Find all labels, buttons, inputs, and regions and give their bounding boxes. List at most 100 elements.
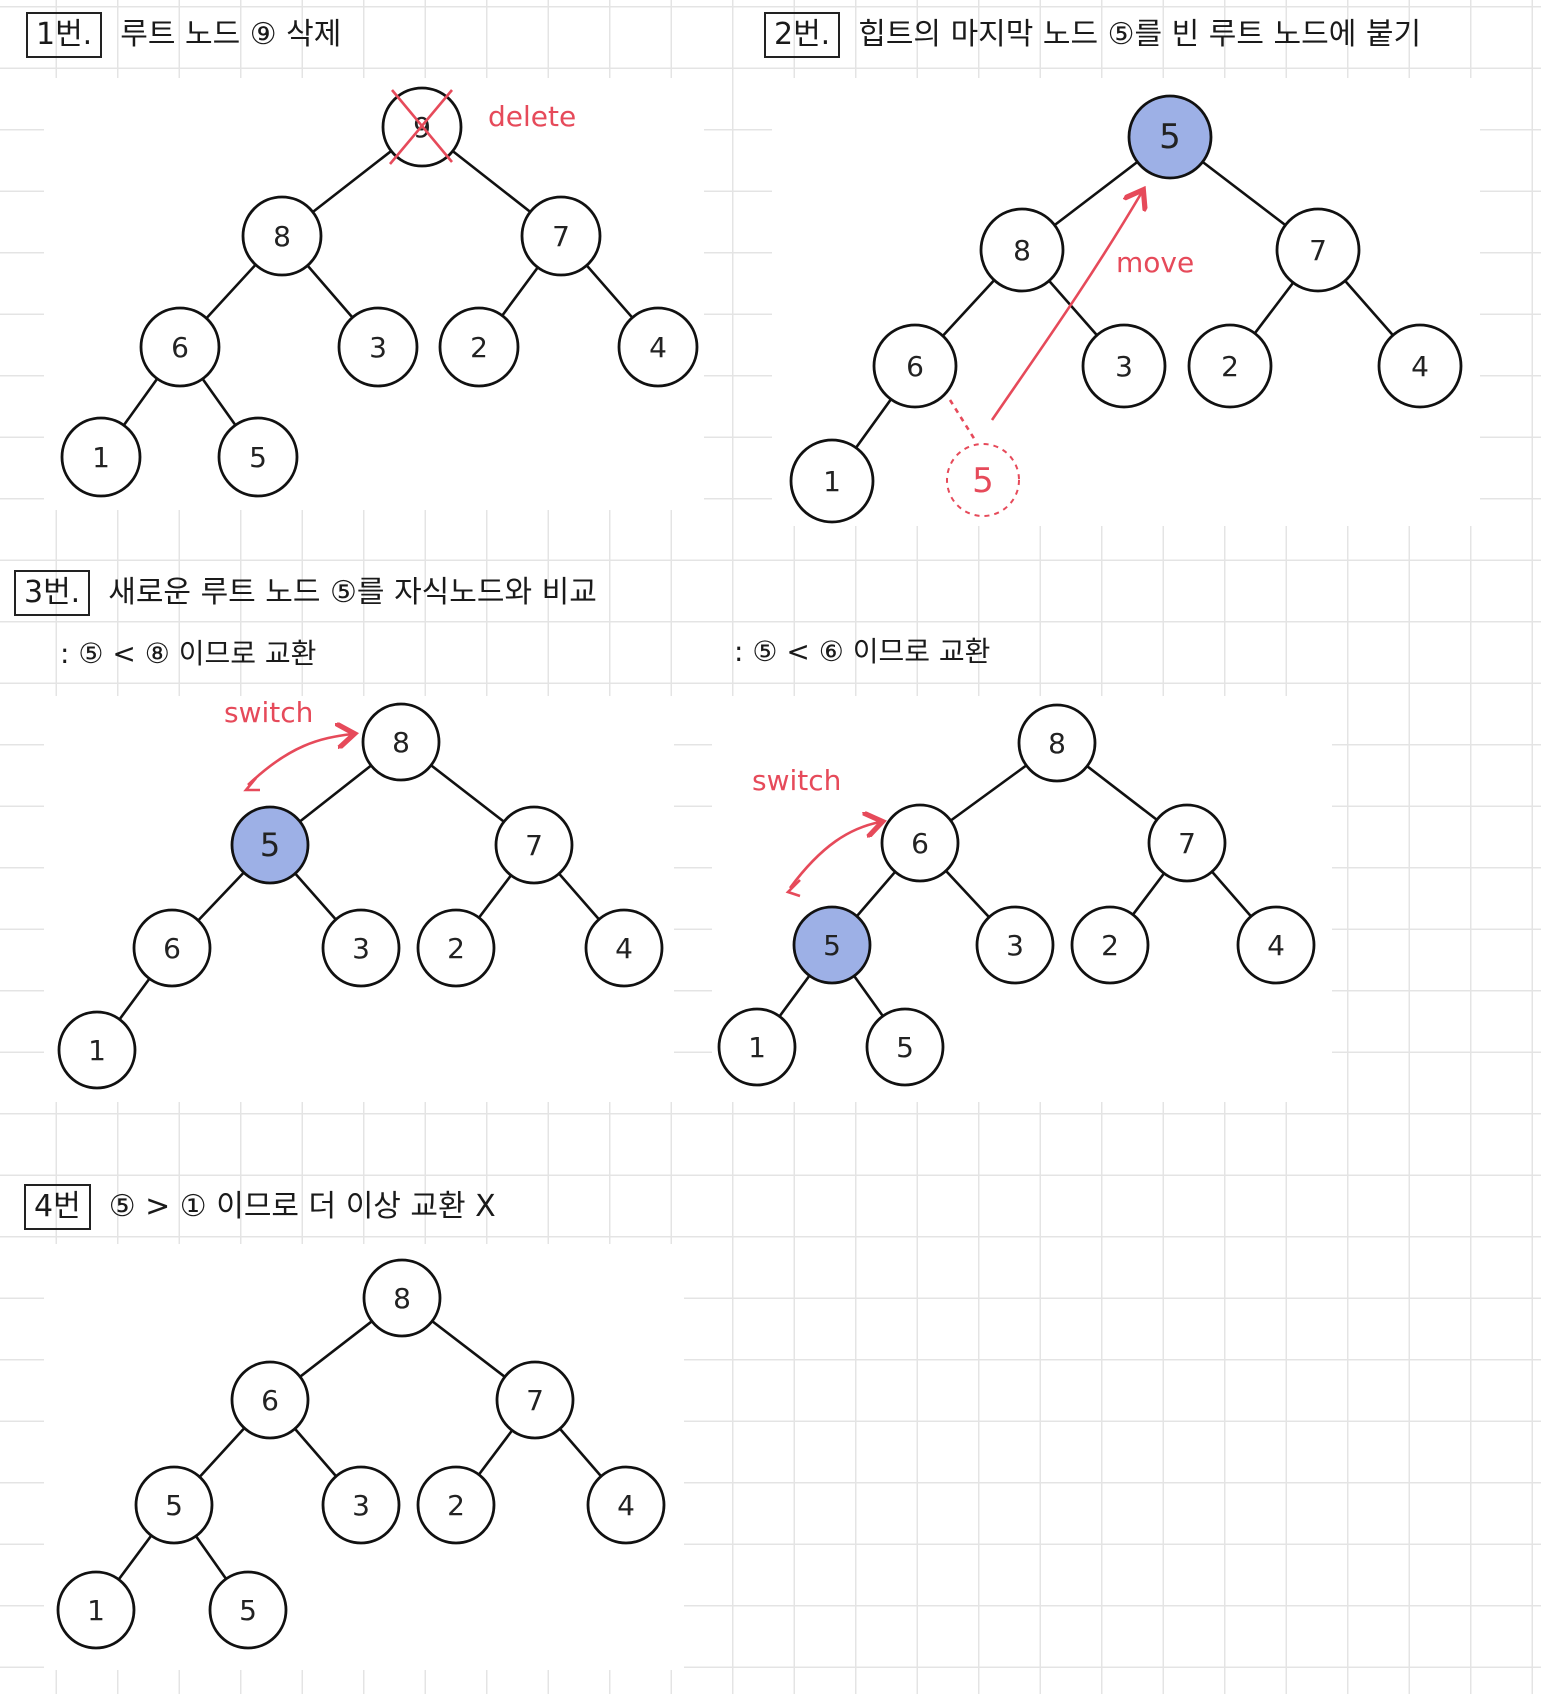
- node-label: 2: [1101, 929, 1119, 962]
- node-8: 8: [1017, 703, 1097, 783]
- node-label: 5: [896, 1031, 914, 1064]
- node-8: 8: [362, 1258, 442, 1338]
- node-label: 8: [393, 1282, 411, 1315]
- step1-tag: 1번.: [26, 12, 103, 58]
- node-1: 1: [717, 1007, 797, 1087]
- node-2: 2: [1070, 905, 1150, 985]
- node-label: 5: [239, 1594, 257, 1627]
- node-label: 1: [92, 441, 110, 474]
- step4-title: 4번 ⑤ > ① 이므로 더 이상 교환 X: [24, 1184, 496, 1230]
- node-3: 3: [321, 908, 401, 988]
- node-label: 1: [88, 1034, 106, 1067]
- node-6: 6: [880, 803, 960, 883]
- node-7: 7: [1275, 207, 1361, 293]
- delete-annotation: delete: [488, 100, 576, 133]
- switch-arrow: [788, 822, 880, 889]
- node-label: 7: [1178, 827, 1196, 860]
- node-label: 8: [1013, 234, 1031, 267]
- node-label: 5: [1159, 117, 1181, 157]
- node-1: 1: [789, 438, 875, 524]
- node-label: 4: [1267, 929, 1285, 962]
- node-label: 5: [260, 826, 280, 864]
- switch-annotation: switch: [224, 696, 313, 729]
- node-8: 8: [361, 702, 441, 782]
- node-7: 7: [495, 1360, 575, 1440]
- node-5-highlight: 5: [230, 805, 310, 885]
- node-label: 3: [352, 1489, 370, 1522]
- node-label: 2: [1221, 350, 1239, 383]
- ghost-node-5: 5: [946, 443, 1020, 517]
- node-3: 3: [1081, 323, 1167, 409]
- node-label: 6: [911, 827, 929, 860]
- node-2: 2: [416, 908, 496, 988]
- node-4: 4: [617, 306, 699, 388]
- node-label: 2: [447, 1489, 465, 1522]
- node-5: 5: [208, 1570, 288, 1650]
- node-label: 6: [171, 331, 189, 364]
- tree-step4: 8 6 7 5 3 2 4 1 5: [56, 1258, 666, 1650]
- step4-tag: 4번: [24, 1184, 91, 1230]
- node-8: 8: [979, 207, 1065, 293]
- node-3: 3: [321, 1465, 401, 1545]
- switch-arrow-tail: [243, 777, 260, 792]
- node-label: 3: [1006, 929, 1024, 962]
- node-label: 4: [1411, 350, 1429, 383]
- node-4: 4: [584, 908, 664, 988]
- node-label: 8: [273, 220, 291, 253]
- step2-tag: 2번.: [764, 12, 841, 58]
- node-7: 7: [520, 195, 602, 277]
- node-label: 8: [392, 726, 410, 759]
- node-5: 5: [134, 1465, 214, 1545]
- node-4: 4: [586, 1465, 666, 1545]
- node-label: 6: [906, 350, 924, 383]
- node-1: 1: [57, 1010, 137, 1090]
- node-4: 4: [1236, 905, 1316, 985]
- node-5-highlight: 5: [792, 905, 872, 985]
- node-8: 8: [241, 195, 323, 277]
- step3-title-text: 새로운 루트 노드 ⑤를 자식노드와 비교: [108, 575, 597, 610]
- node-6: 6: [139, 306, 221, 388]
- panel-step1: [44, 78, 704, 510]
- panel-step3b: [712, 696, 1332, 1102]
- node-label: 7: [525, 829, 543, 862]
- delete-cross: [389, 89, 453, 165]
- node-label: 4: [617, 1489, 635, 1522]
- node-label: 7: [526, 1384, 544, 1417]
- node-label: 6: [163, 932, 181, 965]
- node-label: 4: [649, 331, 667, 364]
- node-label: 2: [447, 932, 465, 965]
- node-6: 6: [132, 908, 212, 988]
- tree-step3b: 8 6 7 5 3 2 4 1 5 switch: [717, 703, 1316, 1087]
- ghost-edge: [948, 399, 977, 441]
- node-2: 2: [416, 1465, 496, 1545]
- node-5: 5: [865, 1007, 945, 1087]
- step1-title: 1번. 루트 노드 ⑨ 삭제: [26, 12, 341, 58]
- step3-tag: 3번.: [14, 570, 91, 616]
- node-3: 3: [975, 905, 1055, 985]
- node-label: 5: [972, 461, 994, 501]
- switch-arrow: [247, 734, 352, 786]
- node-label: 5: [823, 929, 841, 962]
- panel-step4: [44, 1244, 684, 1670]
- node-7: 7: [1147, 803, 1227, 883]
- step3-title: 3번. 새로운 루트 노드 ⑤를 자식노드와 비교: [14, 570, 597, 616]
- step2-title: 2번.힙트의 마지막 노드 ⑤를 빈 루트 노드에 붙기: [764, 12, 1421, 58]
- node-5: 5: [217, 416, 299, 498]
- node-label: 7: [552, 220, 570, 253]
- step4-title-text: ⑤ > ① 이므로 더 이상 교환 X: [108, 1189, 496, 1224]
- node-6: 6: [230, 1360, 310, 1440]
- node-1: 1: [60, 416, 142, 498]
- step3b-subtitle: : ⑤ < ⑥ 이므로 교환: [734, 635, 991, 668]
- tree-step1: 9 8 7 6 3 2 4 1 5 delete: [60, 86, 699, 498]
- node-label: 8: [1048, 727, 1066, 760]
- node-2: 2: [438, 306, 520, 388]
- node-label: 3: [352, 932, 370, 965]
- node-7: 7: [494, 805, 574, 885]
- panel-step3: [44, 696, 674, 1102]
- switch-annotation: switch: [752, 764, 841, 797]
- node-1: 1: [56, 1570, 136, 1650]
- tree-step3: 8 5 7 6 3 2 4 1 switch: [57, 696, 664, 1090]
- node-label: 3: [1115, 350, 1133, 383]
- step1-title-text: 루트 노드 ⑨ 삭제: [120, 17, 342, 52]
